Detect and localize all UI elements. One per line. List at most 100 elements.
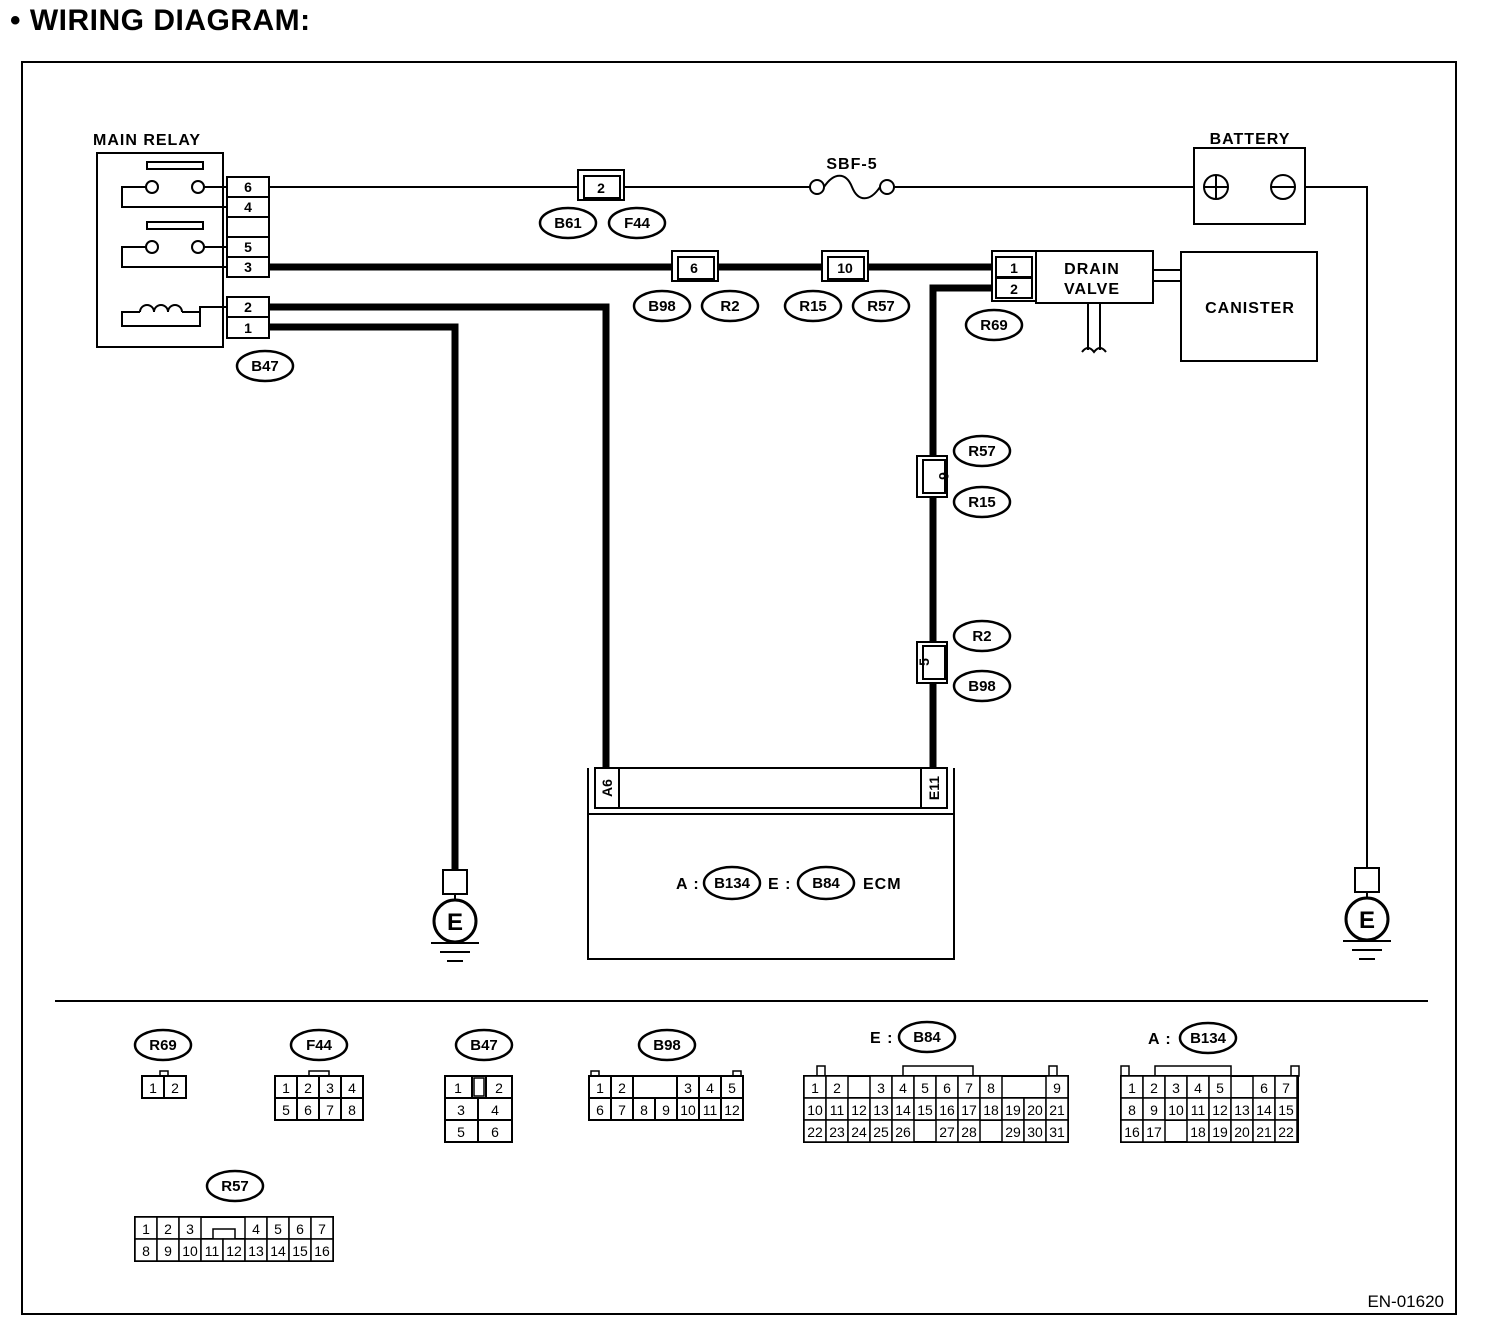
r57-ref-top: R57 — [867, 298, 895, 315]
pin: 10 — [1168, 1102, 1184, 1118]
pin: 23 — [829, 1124, 845, 1140]
pin: 7 — [326, 1102, 334, 1118]
pin: 18 — [1190, 1124, 1206, 1140]
legend-b84-prefix: E : — [870, 1030, 893, 1047]
ecm-pin-a6: A6 — [599, 779, 615, 797]
connector-b98-r2: 6 B98 R2 — [632, 250, 760, 323]
pin: 4 — [1194, 1080, 1202, 1096]
f44-ref: F44 — [624, 215, 651, 232]
pin: 7 — [1282, 1080, 1290, 1096]
pin: 3 — [326, 1080, 334, 1096]
pin: 11 — [830, 1102, 845, 1118]
pin: 3 — [877, 1080, 885, 1096]
pin: 19 — [1005, 1102, 1021, 1118]
pin: 21 — [1256, 1124, 1272, 1140]
b84-ref: B84 — [812, 875, 840, 892]
page-heading: • WIRING DIAGRAM: — [10, 4, 311, 37]
relay-pin-5: 5 — [244, 239, 252, 255]
vertical-pin-upper: 6 — [936, 472, 952, 480]
pin: 2 — [304, 1080, 312, 1096]
pin: 4 — [491, 1102, 499, 1118]
r15-r57-pin: 10 — [837, 260, 853, 276]
connector-r2-b98-vertical: 5 R2 B98 — [916, 619, 1012, 703]
drain-valve: 1 2 DRAIN VALVE R69 — [964, 250, 1181, 354]
ecm-conn-e-prefix: E : — [768, 876, 791, 893]
pin: 4 — [899, 1080, 907, 1096]
legend-b84-ref: B84 — [913, 1029, 941, 1046]
b47-ref: B47 — [251, 358, 279, 375]
pin: 4 — [706, 1080, 714, 1096]
pin: 13 — [248, 1243, 264, 1259]
pin: 7 — [965, 1080, 973, 1096]
b61-f44-pin: 2 — [597, 180, 605, 196]
pin: 10 — [807, 1102, 823, 1118]
pin: 2 — [618, 1080, 626, 1096]
pin-cell — [1274, 1119, 1298, 1143]
pin: 20 — [1234, 1124, 1250, 1140]
pin: 2 — [495, 1080, 503, 1096]
thick-wires — [269, 263, 992, 870]
ground-left: E — [431, 869, 479, 962]
pin: 14 — [270, 1243, 286, 1259]
fuse-sbf5: SBF-5 — [809, 156, 895, 200]
b98-r2-pin: 6 — [690, 260, 698, 276]
main-relay: MAIN RELAY 6 4 5 3 2 1 B47 — [93, 132, 295, 383]
pin: 1 — [142, 1221, 150, 1237]
pin: 6 — [1260, 1080, 1268, 1096]
pin: 10 — [680, 1102, 696, 1118]
pin: 26 — [895, 1124, 911, 1140]
pin: 2 — [1150, 1080, 1158, 1096]
pin: 19 — [1212, 1124, 1228, 1140]
pin: 1 — [596, 1080, 604, 1096]
pin: 1 — [149, 1080, 157, 1096]
pin: 7 — [618, 1102, 626, 1118]
diagram-frame — [21, 61, 1457, 1315]
pin: 3 — [1172, 1080, 1180, 1096]
ground-right-label: E — [1359, 907, 1375, 934]
pin: 6 — [491, 1124, 499, 1140]
pin: 5 — [274, 1221, 282, 1237]
pin: 18 — [983, 1102, 999, 1118]
relay-pin-2: 2 — [244, 299, 252, 315]
legend-b98: B98 1 2 3 4 5 6 7 8 9 10 11 12 — [588, 1028, 744, 1121]
canister: CANISTER — [1180, 251, 1318, 362]
pin: 6 — [304, 1102, 312, 1118]
relay-pin-1: 1 — [244, 320, 252, 336]
pin: 5 — [728, 1080, 736, 1096]
canister-label: CANISTER — [1205, 300, 1295, 317]
legend-r69-ref: R69 — [149, 1037, 177, 1054]
legend-b134-ref: B134 — [1190, 1030, 1227, 1047]
pin-cell — [891, 1119, 915, 1143]
r2-ref-top: R2 — [720, 298, 739, 315]
pin: 16 — [314, 1243, 330, 1259]
b61-ref: B61 — [554, 215, 582, 232]
pin: 5 — [282, 1102, 290, 1118]
pin: 27 — [939, 1124, 955, 1140]
pin: 11 — [205, 1243, 220, 1259]
pin: 3 — [684, 1080, 692, 1096]
ground-right: E — [1343, 867, 1391, 960]
main-relay-label: MAIN RELAY — [93, 132, 201, 149]
figure-code: EN-01620 — [1367, 1292, 1444, 1311]
pin: 5 — [457, 1124, 465, 1140]
legend-r57-ref: R57 — [221, 1178, 249, 1195]
r57-ref-vertical: R57 — [968, 443, 996, 460]
pin: 1 — [811, 1080, 819, 1096]
pin-cell — [310, 1238, 334, 1262]
pin: 24 — [851, 1124, 867, 1140]
battery-feed-wire: 2 B61 F44 SBF-5 — [269, 156, 1368, 868]
pin-cell — [957, 1119, 981, 1143]
r69-ref: R69 — [980, 317, 1008, 334]
pin: 11 — [1191, 1102, 1206, 1118]
legend-b134-prefix: A : — [1148, 1031, 1172, 1048]
b134-ref: B134 — [714, 875, 751, 892]
battery: BATTERY — [1193, 131, 1306, 225]
fuse-label: SBF-5 — [826, 156, 877, 173]
pin: 11 — [703, 1102, 718, 1118]
pin: 14 — [1256, 1102, 1272, 1118]
